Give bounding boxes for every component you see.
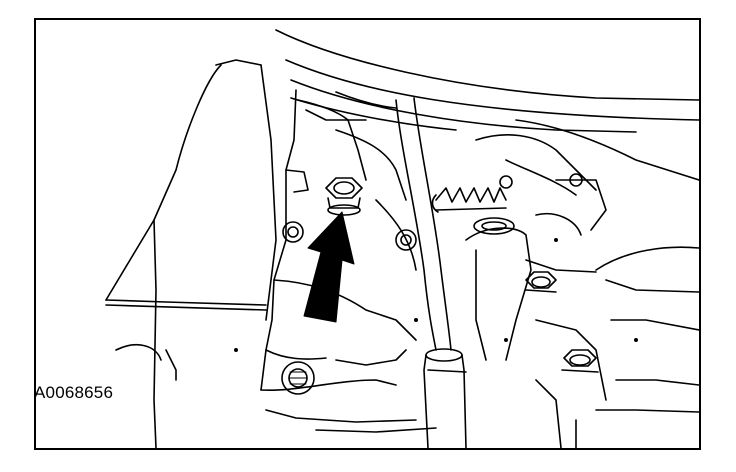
illustration-frame: [34, 18, 701, 450]
dipstick-tube: [395, 97, 467, 448]
callout-arrow-icon: [303, 211, 355, 323]
figure-id-label: A0068656: [34, 383, 114, 402]
engine-component-drawing: [105, 29, 699, 448]
case-body: [260, 89, 437, 433]
left-bracket: [105, 59, 277, 448]
hardware: [234, 173, 638, 395]
bolt-icon: [325, 177, 363, 216]
right-housing: [465, 119, 699, 448]
coil-spring: [431, 187, 507, 213]
upper-housing: [275, 29, 699, 133]
